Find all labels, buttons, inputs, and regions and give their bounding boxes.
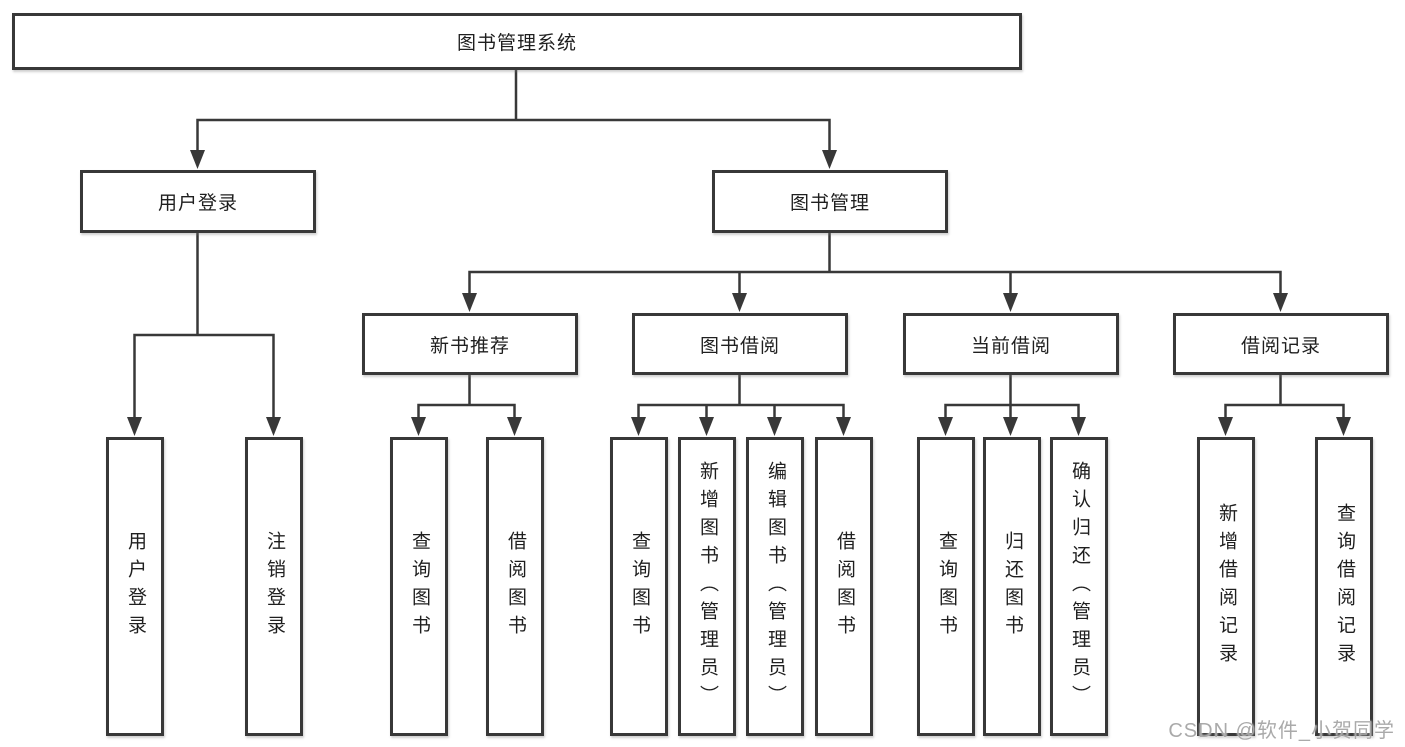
node-label: 新增图书（管理员）	[697, 460, 718, 713]
leaf-user-login: 用户登录	[106, 437, 164, 736]
leaf-query-books-borrow: 查询图书	[610, 437, 668, 736]
node-label: 确认归还（管理员）	[1069, 460, 1090, 713]
node-label: 借阅图书	[834, 530, 855, 643]
node-label: 查询图书	[629, 530, 650, 643]
leaf-query-borrow-record: 查询借阅记录	[1315, 437, 1373, 736]
leaf-borrow-books-recommend: 借阅图书	[486, 437, 544, 736]
node-label: 当前借阅	[970, 335, 1051, 357]
leaf-logout: 注销登录	[245, 437, 303, 736]
node-label: 借阅图书	[505, 530, 526, 643]
node-label: 查询图书	[409, 530, 430, 643]
leaf-borrow-books: 借阅图书	[815, 437, 873, 736]
node-label: 图书管理系统	[456, 33, 577, 54]
node-label: 借阅记录	[1240, 335, 1321, 357]
node-label: 归还图书	[1002, 530, 1023, 643]
node-user-login: 用户登录	[80, 170, 316, 233]
node-label: 注销登录	[264, 530, 285, 643]
node-book-borrowing: 图书借阅	[632, 313, 848, 375]
node-borrowing-records: 借阅记录	[1173, 313, 1389, 375]
node-label: 编辑图书（管理员）	[765, 460, 786, 713]
node-label: 查询借阅记录	[1334, 502, 1355, 671]
node-label: 查询图书	[936, 530, 957, 643]
node-book-management: 图书管理	[712, 170, 948, 233]
leaf-add-borrow-record: 新增借阅记录	[1197, 437, 1255, 736]
node-label: 用户登录	[125, 530, 146, 643]
node-label: 图书借阅	[699, 335, 780, 357]
node-label: 图书管理	[789, 193, 870, 214]
csdn-watermark: CSDN @软件_小贺同学	[1168, 720, 1395, 742]
leaf-query-books-recommend: 查询图书	[390, 437, 448, 736]
node-new-book-recommendation: 新书推荐	[362, 313, 578, 375]
node-label: 新增借阅记录	[1216, 502, 1237, 671]
leaf-add-books-admin: 新增图书（管理员）	[678, 437, 736, 736]
leaf-edit-books-admin: 编辑图书（管理员）	[746, 437, 804, 736]
node-current-borrowing: 当前借阅	[903, 313, 1119, 375]
node-library-management-system: 图书管理系统	[12, 13, 1022, 70]
node-label: 新书推荐	[429, 335, 510, 357]
leaf-confirm-return-admin: 确认归还（管理员）	[1050, 437, 1108, 736]
leaf-query-books-current: 查询图书	[917, 437, 975, 736]
node-label: 用户登录	[157, 193, 238, 214]
leaf-return-books: 归还图书	[983, 437, 1041, 736]
